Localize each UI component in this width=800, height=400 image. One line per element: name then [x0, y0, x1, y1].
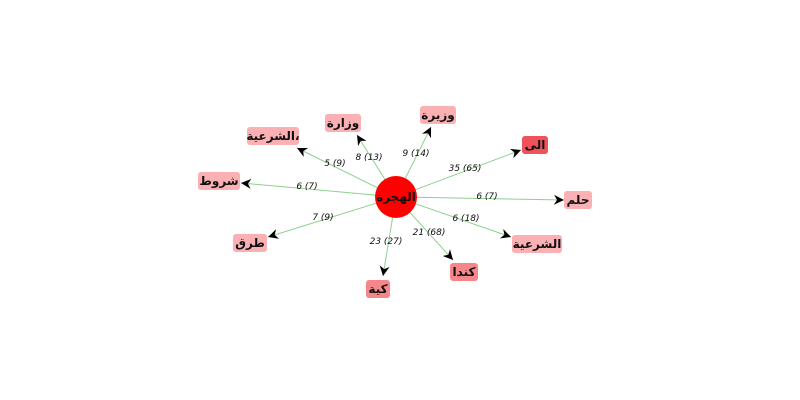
- edge: 7 (9): [267, 202, 379, 239]
- edge-label: 23 (27): [370, 237, 403, 247]
- edge-label: 35 (65): [449, 164, 482, 174]
- word-node-box: [450, 263, 478, 281]
- center-node-circle: [375, 176, 417, 218]
- edge-label: 6 (18): [452, 214, 479, 224]
- edge-line: [356, 134, 387, 182]
- edge-line: [413, 148, 522, 191]
- word-node-label: وزارة: [327, 116, 359, 131]
- word-node-label: كية: [368, 282, 387, 296]
- word-node[interactable]: شروط: [198, 172, 240, 190]
- edge-line: [404, 126, 432, 181]
- edge: 23 (27): [370, 215, 403, 277]
- edge: 8 (13): [355, 134, 387, 182]
- word-node-box: [325, 114, 361, 132]
- edge-label: 7 (9): [312, 213, 333, 223]
- center-node[interactable]: الهجرة: [375, 176, 417, 218]
- edge: 35 (65): [413, 148, 522, 191]
- edge-line: [267, 202, 379, 239]
- word-node-box: [512, 235, 562, 253]
- edge-line: [414, 194, 565, 205]
- edge: 5 (9): [296, 147, 380, 190]
- word-node-box: [366, 280, 390, 298]
- word-node-label: حلم: [567, 193, 590, 207]
- edge-label: 21 (68): [413, 228, 446, 238]
- word-node-label: شروط: [199, 174, 238, 189]
- word-node-label: الشرعية: [513, 237, 562, 251]
- edge: 9 (14): [402, 126, 432, 181]
- word-node[interactable]: الشرعية: [512, 235, 562, 253]
- word-node-label: وزيرة: [421, 108, 454, 123]
- edge: 6 (7): [240, 178, 378, 196]
- edge-line: [413, 202, 512, 239]
- edge-line: [240, 178, 378, 196]
- word-node-box: [522, 136, 548, 154]
- edge: 6 (18): [413, 202, 512, 239]
- word-node-label: طرق: [235, 236, 265, 250]
- word-node-box: [198, 172, 240, 190]
- edge: 21 (68): [408, 210, 454, 261]
- word-node[interactable]: كية: [366, 280, 390, 298]
- word-node[interactable]: الشرعية،: [246, 127, 300, 145]
- word-node[interactable]: حلم: [564, 191, 592, 209]
- word-node[interactable]: الى: [522, 136, 548, 154]
- word-node-box: [247, 127, 299, 145]
- word-node[interactable]: وزيرة: [420, 106, 456, 124]
- word-node-label: الى: [525, 138, 546, 152]
- word-node-box: [420, 106, 456, 124]
- word-node-box: [564, 191, 592, 209]
- word-node-label: كندا: [453, 265, 476, 279]
- center-node-label: الهجرة: [376, 190, 416, 204]
- edge-label: 6 (7): [296, 182, 317, 192]
- word-node-label: الشرعية،: [246, 129, 299, 143]
- edge-line: [296, 147, 380, 190]
- word-node[interactable]: طرق: [233, 234, 267, 252]
- word-node[interactable]: وزارة: [325, 114, 361, 132]
- edge-label: 5 (9): [324, 159, 345, 169]
- edge-label: 6 (7): [476, 192, 497, 202]
- word-node[interactable]: كندا: [450, 263, 478, 281]
- edge-line: [379, 215, 394, 277]
- word-node-box: [233, 234, 267, 252]
- edge: 6 (7): [414, 192, 565, 205]
- edge-label: 8 (13): [355, 153, 382, 163]
- edge-label: 9 (14): [402, 149, 429, 159]
- edge-line: [408, 210, 454, 261]
